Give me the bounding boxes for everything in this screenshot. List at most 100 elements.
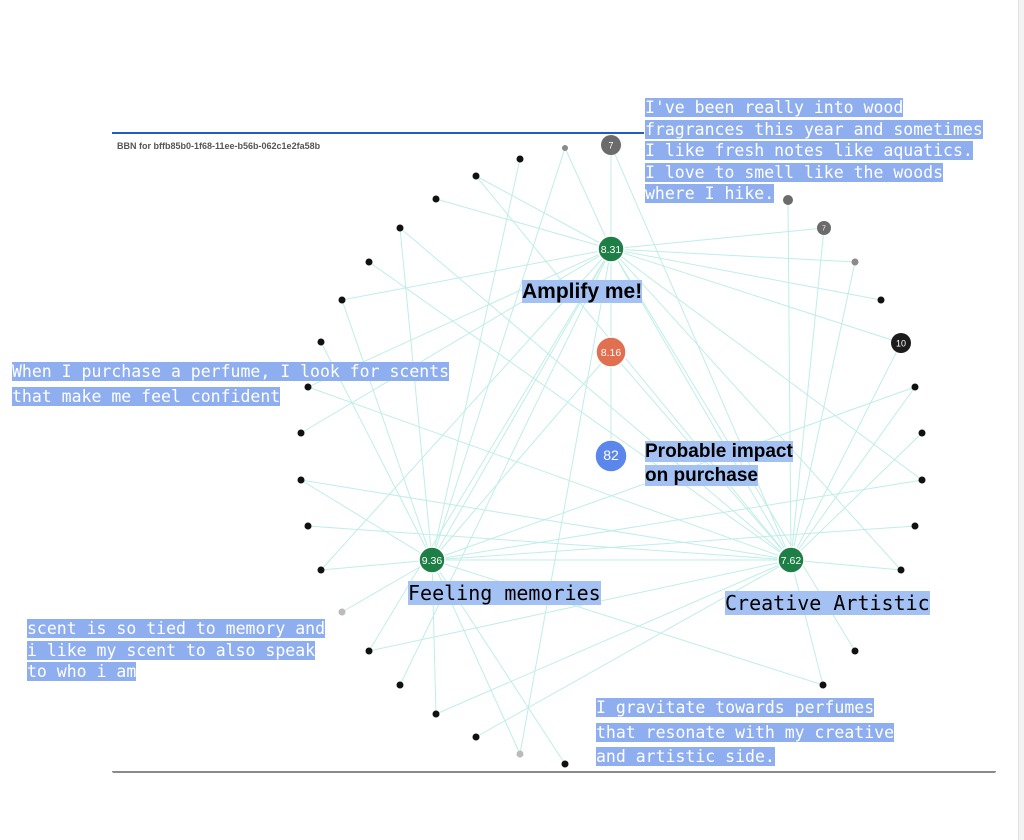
quote-line: When I purchase a perfume, I look for sc… <box>12 362 450 381</box>
scrollbar-edge <box>1018 0 1024 840</box>
quote-top-right: I've been really into wood fragrances th… <box>645 98 983 208</box>
satellite-node[interactable]: 10 <box>891 333 911 353</box>
graph-title: BBN for bffb85b0-1f68-11ee-b56b-062c1e2f… <box>117 141 321 151</box>
frame-top-border <box>112 132 644 134</box>
peripheral-node[interactable] <box>472 733 480 741</box>
graph-edge <box>790 342 902 561</box>
quote-line: where I hike. <box>645 184 775 203</box>
peripheral-node[interactable] <box>897 566 905 574</box>
peripheral-node[interactable] <box>516 750 524 758</box>
graph-edge <box>790 261 856 561</box>
center-score-node-value: 8.31 <box>601 244 622 256</box>
center-label-text: Amplify me! <box>522 280 643 303</box>
quote-left: When I purchase a perfume, I look for sc… <box>12 362 450 413</box>
quote-line: I gravitate towards perfumes <box>596 698 875 717</box>
impact-label-line1: Probable impact <box>645 441 793 462</box>
peripheral-node[interactable] <box>304 522 312 530</box>
left-score-node-value: 9.36 <box>422 555 443 567</box>
graph-edge <box>610 248 856 263</box>
graph-edge <box>519 248 612 755</box>
graph-edge <box>475 175 792 561</box>
left-score-node[interactable]: 9.36 <box>418 546 446 574</box>
satellite-node-circle <box>601 135 621 155</box>
left-label-text: Feeling memories <box>408 581 601 605</box>
quote-line: I love to smell like the woods <box>645 162 944 182</box>
center-score-node[interactable]: 8.31 <box>597 235 625 263</box>
peripheral-node[interactable] <box>918 429 926 437</box>
peripheral-node[interactable] <box>819 681 827 689</box>
graph-edge <box>399 227 792 561</box>
graph-edge <box>320 559 433 571</box>
frame-bottom-border <box>112 771 996 773</box>
quote-line: scent is so tied to memory and <box>27 619 326 638</box>
right-score-node-value: 7.62 <box>781 555 802 567</box>
graph-edge <box>399 227 433 561</box>
graph-edge <box>610 248 902 344</box>
graph-edge <box>431 479 923 561</box>
right-score-node[interactable]: 7.62 <box>777 546 805 574</box>
peripheral-node[interactable] <box>338 296 346 304</box>
peripheral-node[interactable] <box>911 522 919 530</box>
peripheral-node[interactable] <box>297 476 305 484</box>
peripheral-node[interactable] <box>338 608 346 616</box>
quote-line: i like my scent to also speak <box>27 640 316 660</box>
graph-edge <box>610 248 923 481</box>
mid-score-node-value: 8.16 <box>601 347 622 359</box>
quote-bottom-right: I gravitate towards perfumes that resona… <box>596 698 895 774</box>
satellite-node[interactable]: 7 <box>817 221 831 235</box>
peripheral-node[interactable] <box>304 383 312 391</box>
graph-edge <box>610 227 825 250</box>
peripheral-node[interactable] <box>317 566 325 574</box>
satellite-node-label: 10 <box>896 339 906 349</box>
peripheral-node[interactable] <box>432 710 440 718</box>
impact-label: Probable impact on purchase <box>645 440 793 488</box>
peripheral-node[interactable] <box>396 681 404 689</box>
satellite-node-circle <box>891 333 911 353</box>
main-nodes: 7 7 10 8.31 8.16 82 9.36 7.62 <box>418 135 911 574</box>
peripheral-node[interactable] <box>396 224 404 232</box>
peripheral-node[interactable] <box>561 760 569 768</box>
peripheral-node[interactable] <box>851 647 859 655</box>
left-node-label: Feeling memories <box>408 581 601 605</box>
center-score-node-circle <box>597 235 625 263</box>
center-node-label: Amplify me! <box>522 280 643 304</box>
graph-edge <box>610 144 792 561</box>
quote-line: I like fresh notes like aquatics. <box>645 141 973 160</box>
peripheral-node[interactable] <box>877 296 885 304</box>
graph-edge <box>790 559 902 571</box>
quote-line: that make me feel confident <box>12 386 281 406</box>
peripheral-node[interactable] <box>851 258 859 266</box>
mid-score-node[interactable]: 8.16 <box>595 336 627 368</box>
impact-score-node-circle <box>594 439 628 473</box>
peripheral-node[interactable] <box>783 195 793 205</box>
impact-score-node-value: 82 <box>603 447 619 463</box>
graph-edge <box>341 248 612 301</box>
peripheral-node[interactable] <box>516 155 524 163</box>
graph-edge <box>435 559 792 715</box>
quote-line: I've been really into wood <box>645 98 904 117</box>
peripheral-node[interactable] <box>472 172 480 180</box>
peripheral-node[interactable] <box>297 429 305 437</box>
peripheral-node[interactable] <box>432 195 440 203</box>
graph-edge <box>300 479 792 561</box>
graph-edge <box>435 198 612 250</box>
satellite-node[interactable]: 7 <box>601 135 621 155</box>
impact-score-node[interactable]: 82 <box>594 439 628 473</box>
quote-line: and artistic side. <box>596 747 775 766</box>
peripheral-node[interactable] <box>365 647 373 655</box>
quote-line: fragrances this year and sometimes <box>645 119 983 139</box>
satellite-node-label: 7 <box>822 226 826 233</box>
peripheral-node[interactable] <box>365 258 373 266</box>
peripheral-node[interactable] <box>562 145 568 151</box>
graph-edge <box>431 158 521 561</box>
peripheral-node[interactable] <box>911 383 919 391</box>
graph-edge <box>399 248 612 686</box>
satellite-node-circle <box>817 221 831 235</box>
peripheral-node[interactable] <box>317 338 325 346</box>
graph-edge <box>307 525 792 561</box>
quote-line: to who i am <box>27 662 137 681</box>
satellite-node-label: 7 <box>608 141 613 151</box>
small-nodes <box>297 145 926 768</box>
peripheral-node[interactable] <box>918 476 926 484</box>
right-node-label: Creative Artistic <box>725 591 930 615</box>
